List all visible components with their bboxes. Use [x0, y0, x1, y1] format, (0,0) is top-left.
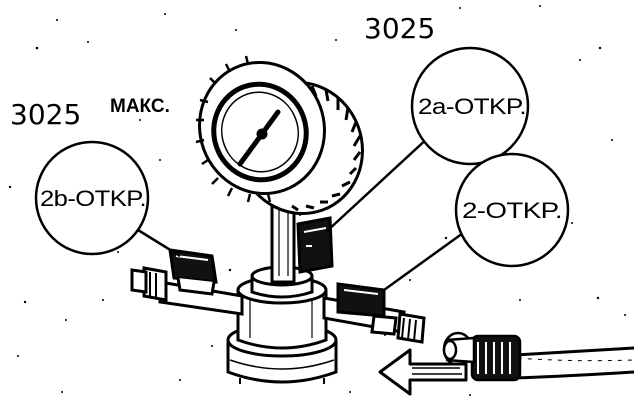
callout-label-2: 2-OTKP.	[462, 198, 562, 223]
gauge-stem	[270, 202, 296, 284]
ref-number-top: 3025	[364, 12, 435, 45]
ref-number-left: 3025	[10, 98, 81, 131]
service-hose	[442, 331, 634, 382]
callout-circle-2	[454, 152, 570, 268]
callout-circle-2a	[410, 46, 530, 166]
valve-2a	[296, 216, 334, 274]
pressure-gauge-icon	[195, 55, 364, 216]
manifold-body	[226, 265, 338, 384]
leader-lines	[137, 135, 471, 292]
callout-circle-2b	[34, 140, 150, 256]
valve-2	[322, 282, 426, 344]
callout-circles	[34, 46, 570, 268]
callout-label-2b: 2b-OTKP.	[40, 186, 146, 211]
max-label: МАКС.	[110, 96, 170, 117]
callout-label-2a: 2a-OTKP.	[418, 94, 526, 119]
flow-arrow-icon	[378, 348, 468, 396]
valve-2b	[130, 248, 244, 316]
